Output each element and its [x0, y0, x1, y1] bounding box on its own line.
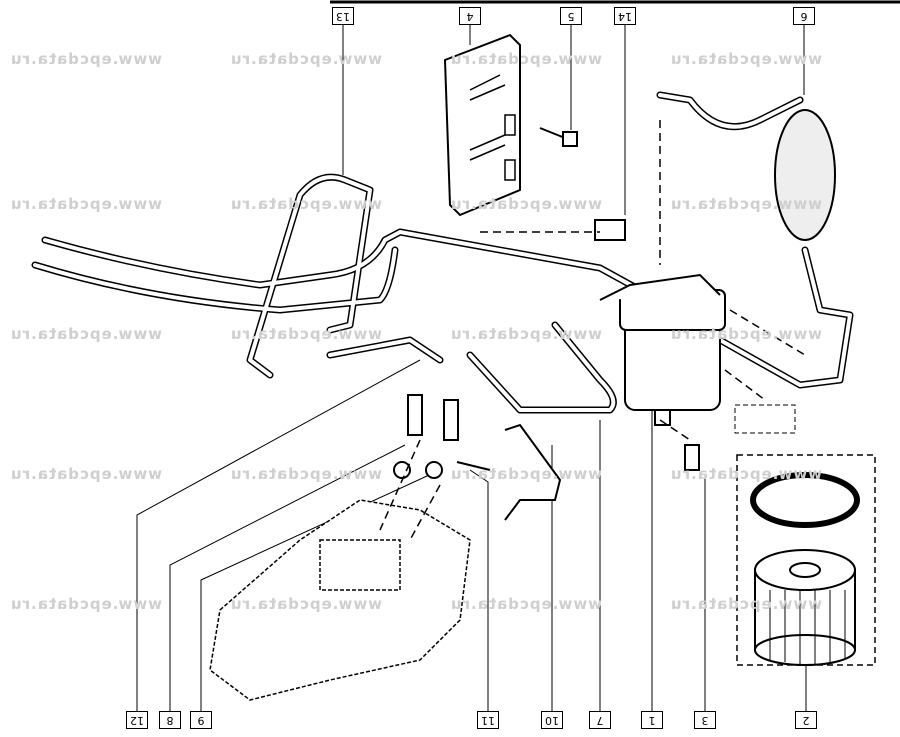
callout-9: 9 [190, 711, 212, 729]
callout-1: 1 [641, 711, 663, 729]
leader-8 [169, 444, 406, 712]
callout-3: 3 [694, 711, 716, 729]
callout-2: 2 [795, 711, 817, 729]
callout-4: 4 [459, 7, 481, 25]
callout-7: 7 [589, 711, 611, 729]
callout-6: 6 [793, 7, 815, 25]
fittings [393, 219, 700, 521]
callout-11: 11 [477, 711, 499, 729]
filter-seal-ring [750, 472, 860, 528]
assembly-dashed-lines [379, 120, 806, 541]
callout-5: 5 [560, 7, 582, 25]
callout-13: 13 [332, 7, 354, 25]
filter-kit-box [736, 454, 876, 666]
bolt-part-5 [539, 127, 578, 147]
bracket-part-4 [443, 33, 521, 217]
callout-8: 8 [159, 711, 181, 729]
filter-pleats [769, 590, 846, 664]
callout-14: 14 [614, 7, 636, 25]
injection-pump [209, 499, 471, 701]
priming-bulb-part-6 [774, 109, 836, 241]
callout-10: 10 [541, 711, 563, 729]
callout-12: 12 [126, 711, 148, 729]
dashed-box [734, 404, 796, 434]
leader-12 [136, 359, 421, 712]
filter-housing-part-1 [599, 273, 726, 426]
leader-11 [469, 469, 489, 712]
